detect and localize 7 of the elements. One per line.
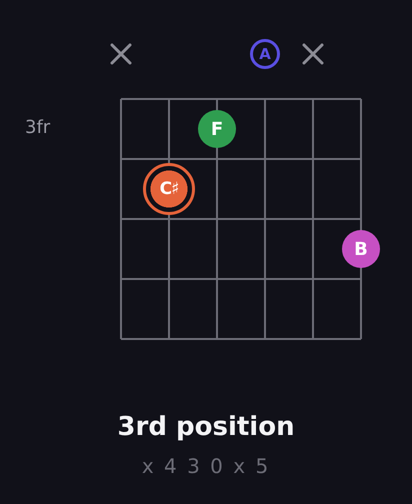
fret-number: 3fr: [25, 118, 50, 139]
chord-title: 3rd position: [117, 413, 295, 443]
open-string-marker: A: [250, 39, 280, 69]
fingering-text: x 4 3 0 x 5: [142, 455, 270, 478]
note-dot: F: [198, 110, 236, 148]
root-note-marker: C♯: [143, 163, 195, 215]
note-dot: B: [342, 230, 380, 268]
